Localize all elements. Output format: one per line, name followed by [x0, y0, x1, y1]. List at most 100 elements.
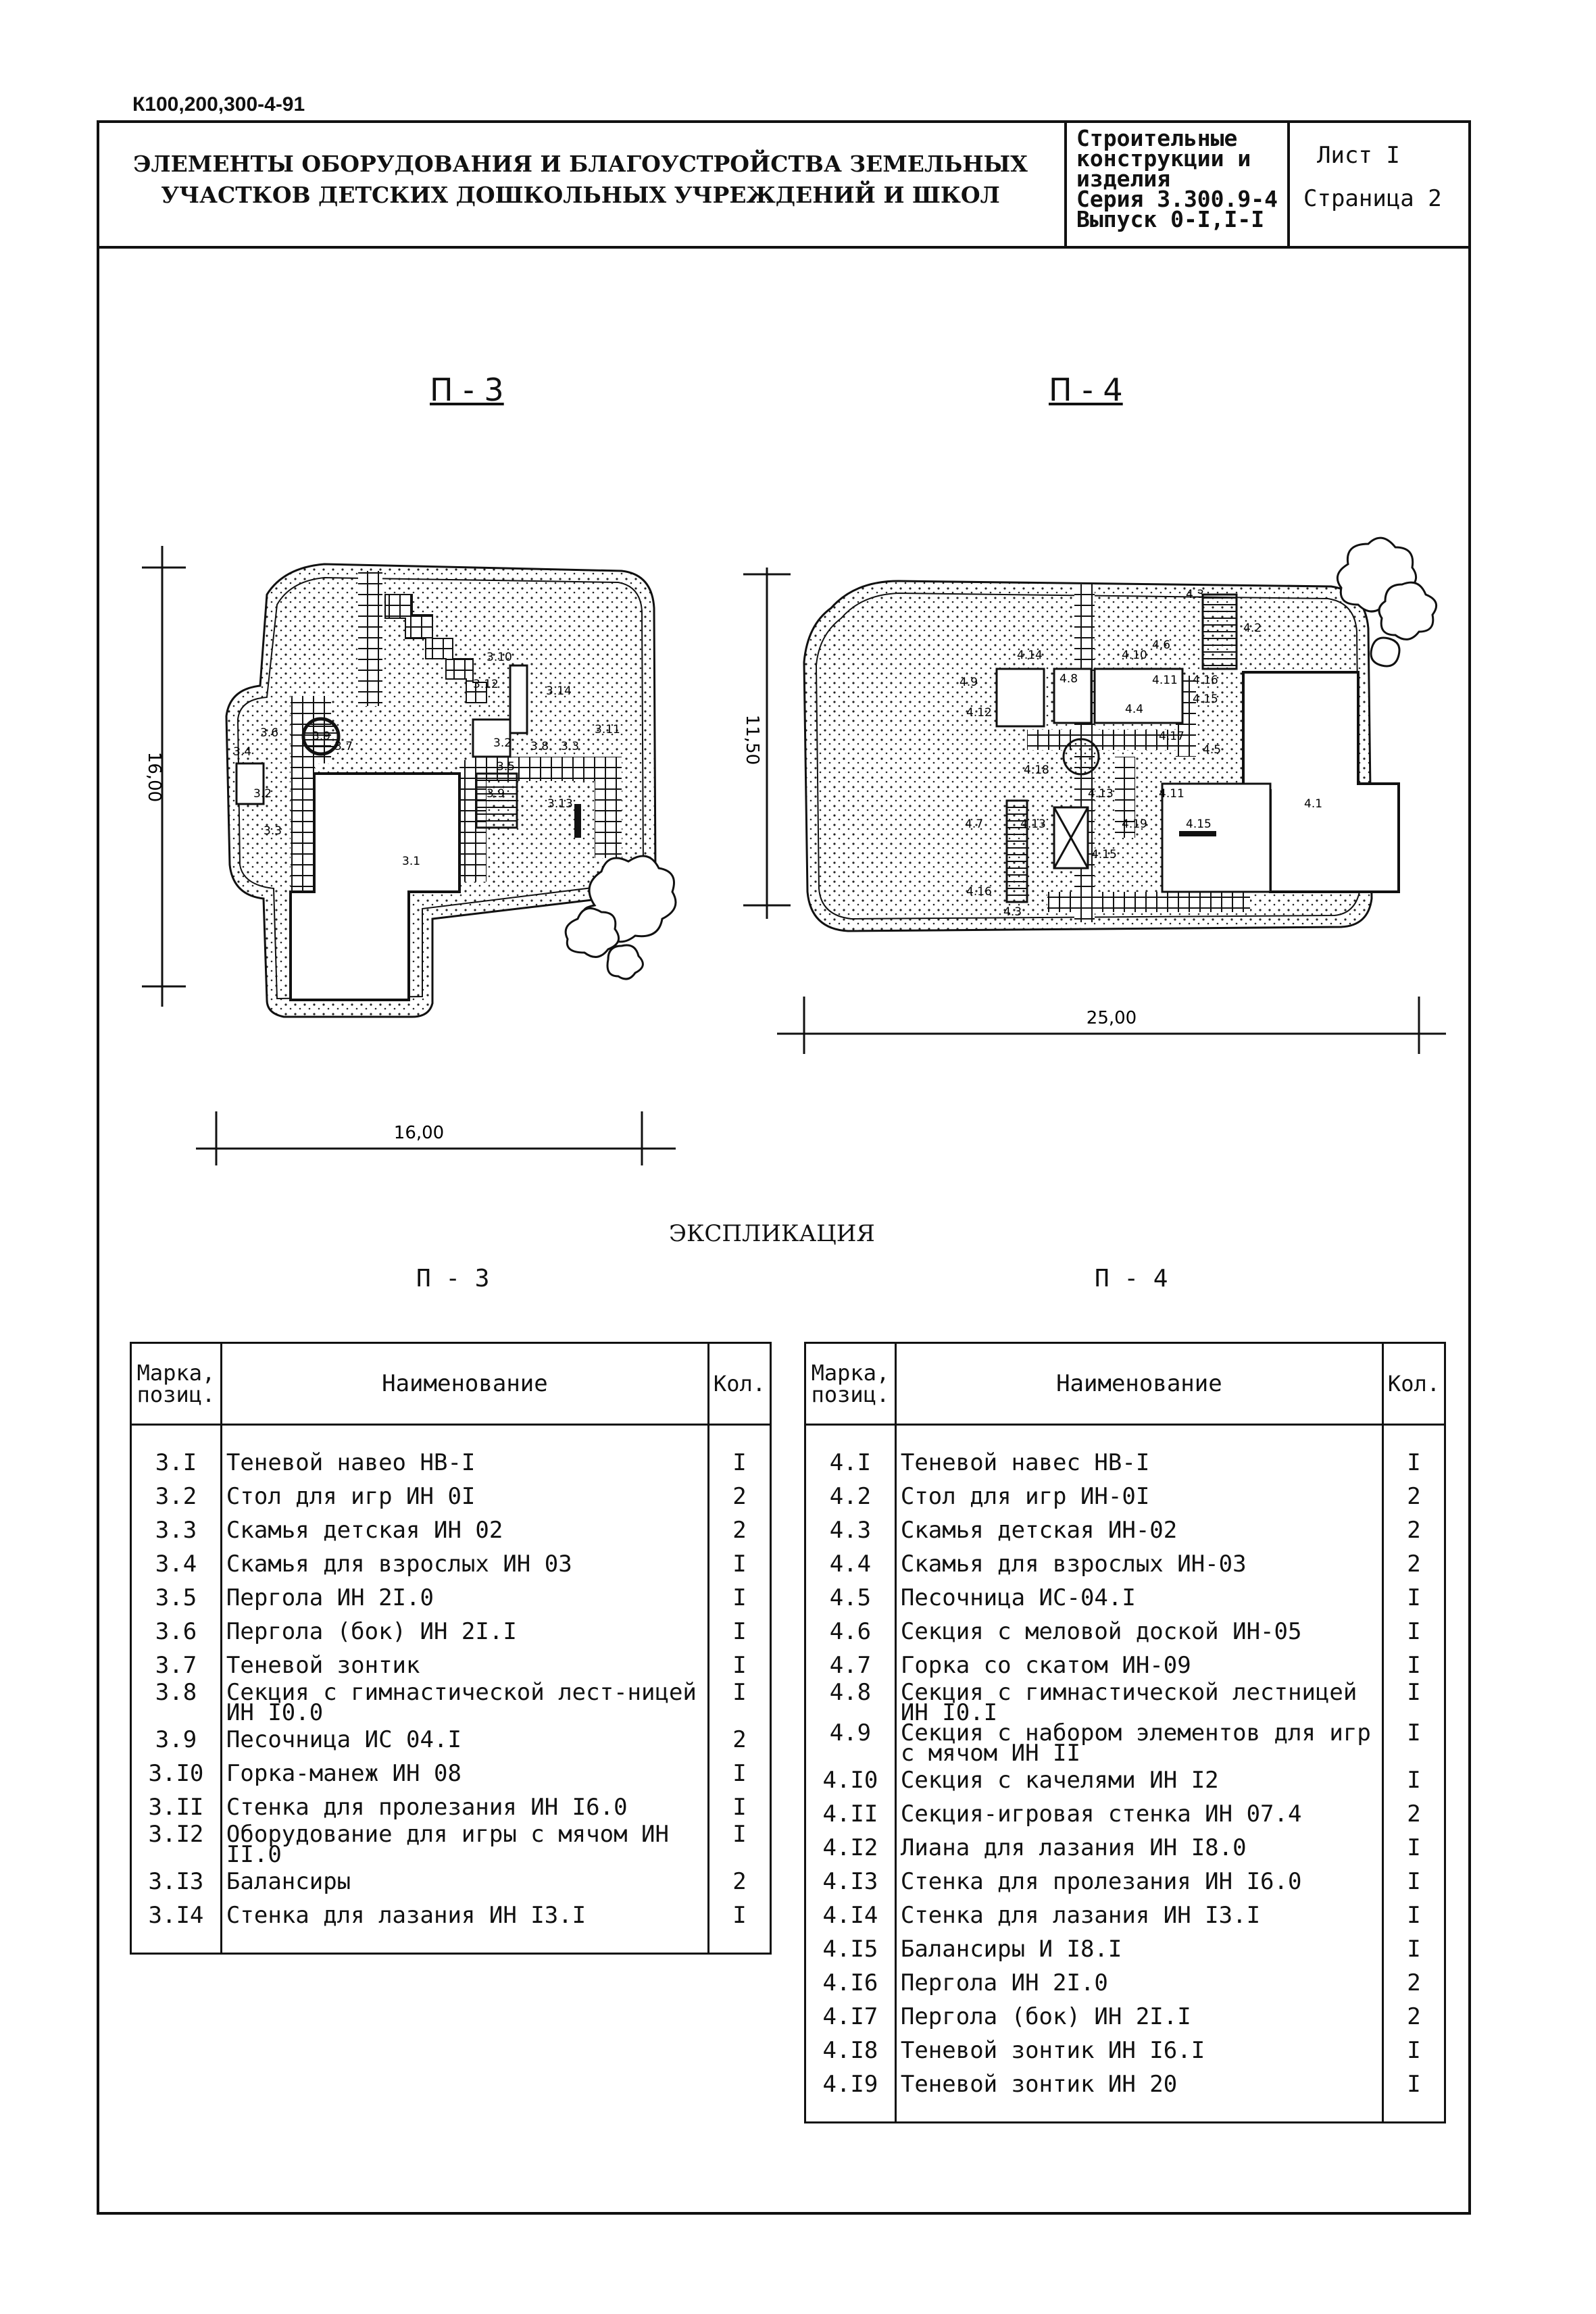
- qty-cell: I: [707, 1757, 772, 1790]
- mark-cell: 4.I3: [804, 1865, 897, 1898]
- plan-mark-label: 4.9: [959, 676, 978, 689]
- mark-cell: 4.8: [804, 1681, 897, 1723]
- plan-p3: 16,00 16,00 3.10 3.12 3.14 3.6 3.9 3.7 3: [142, 546, 677, 1165]
- plan-mark-label: 3.11: [595, 723, 620, 736]
- plan-mark-label: 4.7: [965, 818, 983, 831]
- qty-cell: I: [1381, 1865, 1447, 1898]
- mark-cell: 4.I0: [804, 1763, 897, 1797]
- plan-mark-label: 4.18: [1024, 763, 1049, 777]
- name-cell: Пергола (бок) ИН 2I.I: [220, 1615, 709, 1649]
- mark-cell: 3.II: [130, 1790, 222, 1824]
- plan-mark-label: 4.3: [1186, 588, 1204, 601]
- mark-cell: 3.4: [130, 1547, 222, 1581]
- qty-cell: I: [1381, 1898, 1447, 1932]
- col-qty-header: Кол.: [1381, 1342, 1447, 1426]
- name-cell: Песочница ИС-04.I: [894, 1581, 1384, 1615]
- qty-cell: I: [1381, 1932, 1447, 1966]
- name-cell: Стенка для лазания ИН I3.I: [220, 1898, 709, 1955]
- plan-mark-label: 4.14: [1017, 649, 1043, 662]
- name-cell: Пергола ИН 2I.0: [220, 1581, 709, 1615]
- p4-height-dim: 11,50: [742, 715, 762, 765]
- plan-mark-label: 3.2: [493, 736, 512, 750]
- mark-cell: 4.I9: [804, 2067, 897, 2123]
- name-cell: Теневой навео НВ-I: [220, 1424, 709, 1480]
- qty-cell: I: [1381, 2067, 1447, 2123]
- plan-mark-label: 4.4: [1125, 703, 1143, 716]
- name-cell: Балансиры И I8.I: [894, 1932, 1384, 1966]
- plan-mark-label: 3.13: [547, 797, 573, 811]
- name-cell: Теневой зонтик ИН I6.I: [894, 2034, 1384, 2067]
- mark-cell: 4.7: [804, 1649, 897, 1682]
- qty-cell: I: [707, 1823, 772, 1865]
- qty-cell: I: [707, 1649, 772, 1682]
- plan-mark-label: 3.8: [530, 740, 549, 753]
- mark-cell: 3.2: [130, 1480, 222, 1513]
- qty-cell: 2: [707, 1480, 772, 1513]
- plan-mark-label: 3.4: [233, 745, 251, 759]
- mark-cell: 4.I6: [804, 1966, 897, 2000]
- mark-cell: 3.I: [130, 1424, 222, 1480]
- plan-mark-label: 3.1: [402, 855, 420, 868]
- plan-mark-label: 3.6: [260, 726, 278, 740]
- plan-mark-label: 3.12: [473, 678, 499, 691]
- name-cell: Пергола (бок) ИН 2I.I: [894, 2000, 1384, 2034]
- plan-mark-label: 4.13: [1088, 787, 1114, 801]
- qty-cell: I: [707, 1898, 772, 1955]
- plan-mark-label: 4.1: [1304, 797, 1322, 811]
- qty-cell: I: [707, 1581, 772, 1615]
- name-cell: Стол для игр ИН 0I: [220, 1480, 709, 1513]
- qty-cell: 2: [1381, 1547, 1447, 1581]
- plan-mark-label: 3.9: [487, 787, 505, 801]
- name-cell: Стенка для пролезания ИН I6.0: [894, 1865, 1384, 1898]
- plan-mark-label: 4.3: [1003, 905, 1022, 919]
- name-cell: Лиана для лазания ИН I8.0: [894, 1831, 1384, 1865]
- mark-cell: 4.6: [804, 1615, 897, 1649]
- mark-cell: 4.3: [804, 1513, 897, 1547]
- qty-cell: I: [1381, 1615, 1447, 1649]
- name-cell: Пергола ИН 2I.0: [894, 1966, 1384, 2000]
- explication-title: ЭКСПЛИКАЦИЯ: [669, 1220, 875, 1247]
- qty-cell: 2: [1381, 1966, 1447, 2000]
- qty-cell: I: [1381, 1721, 1447, 1763]
- name-cell: Скамья для взрослых ИН-03: [894, 1547, 1384, 1581]
- plan-mark-label: 4.13: [1020, 818, 1046, 831]
- name-cell: Горка-манеж ИН 08: [220, 1757, 709, 1790]
- col-qty-header: Кол.: [707, 1342, 772, 1426]
- name-cell: Скамья детская ИН 02: [220, 1513, 709, 1547]
- name-cell: Теневой зонтик ИН 20: [894, 2067, 1384, 2123]
- qty-cell: I: [707, 1547, 772, 1581]
- plan-mark-label: 4.16: [966, 885, 992, 899]
- series-line-3: изделия: [1076, 166, 1171, 192]
- sheet-cell: Лист I Страница 2: [1290, 120, 1471, 246]
- series-line-5: Выпуск 0-I,I-I: [1076, 206, 1265, 232]
- mark-cell: 4.I: [804, 1424, 897, 1480]
- plan-mark-label: 4.10: [1122, 649, 1147, 662]
- document-code: К100,200,300-4-91: [132, 93, 305, 116]
- p3-width-dim: 16,00: [394, 1123, 444, 1143]
- name-cell: Секция с гимнастической лестницей ИН I0.…: [894, 1681, 1384, 1724]
- title-block: ЭЛЕМЕНТЫ ОБОРУДОВАНИЯ И БЛАГОУСТРОЙСТВА …: [97, 120, 1471, 249]
- p4-width-dim: 25,00: [1087, 1008, 1137, 1028]
- plan-mark-label: 3.10: [487, 651, 512, 664]
- mark-cell: 4.I8: [804, 2034, 897, 2067]
- mark-cell: 4.9: [804, 1721, 897, 1763]
- plan-mark-label: 4.5: [1203, 743, 1221, 757]
- col-mark-header: Марка, позиц.: [804, 1342, 897, 1426]
